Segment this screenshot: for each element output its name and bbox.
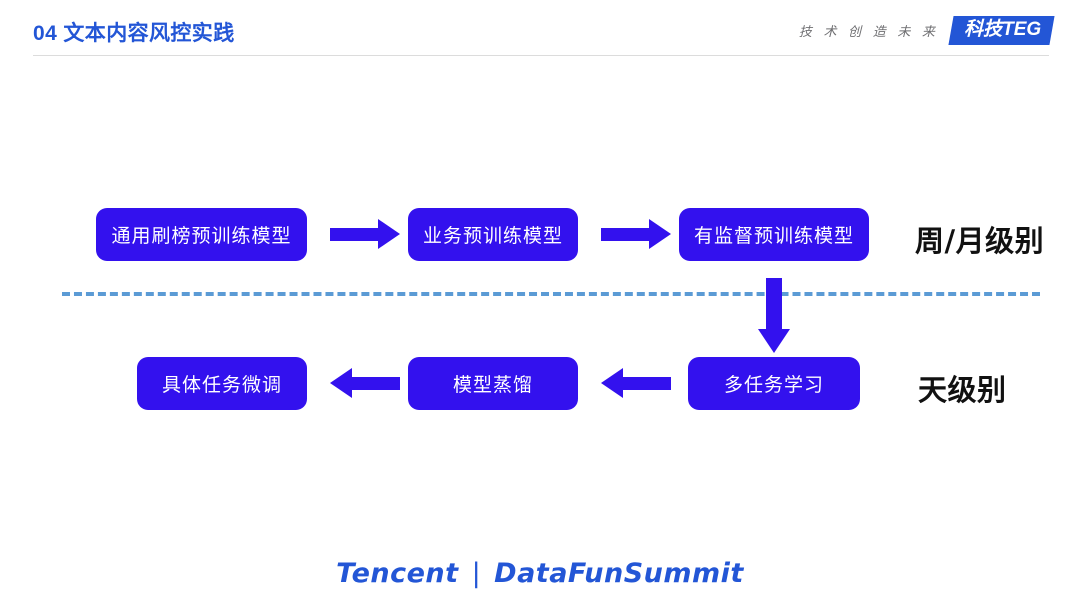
- cadence-label-daily: 天级别: [918, 373, 1007, 407]
- slide-footer: Tencent | DataFunSummit: [0, 558, 1080, 589]
- footer-brand-lockup: Tencent | DataFunSummit: [336, 558, 744, 589]
- tencent-teg-logo-label: 科技TEG: [964, 19, 1042, 40]
- phase-divider: [62, 292, 1040, 296]
- brand-lockup: 技 术 创 造 未 来 科技TEG: [798, 16, 1055, 45]
- tencent-teg-logo: 科技TEG: [948, 16, 1055, 45]
- datafunsummit-wordmark: DataFunSummit: [494, 558, 744, 589]
- arrow-right-icon: [601, 219, 671, 249]
- node-general-pretrain[interactable]: 通用刷榜预训练模型: [96, 208, 307, 261]
- slide-header: 04 文本内容风控实践 技 术 创 造 未 来 科技TEG: [0, 0, 1080, 56]
- node-business-pretrain[interactable]: 业务预训练模型: [408, 208, 578, 261]
- node-task-finetune[interactable]: 具体任务微调: [137, 357, 307, 410]
- node-supervised-pretrain[interactable]: 有监督预训练模型: [679, 208, 869, 261]
- node-model-distillation[interactable]: 模型蒸馏: [408, 357, 578, 410]
- node-multitask-learning[interactable]: 多任务学习: [688, 357, 860, 410]
- header-divider: [33, 55, 1049, 56]
- footer-separator: |: [471, 558, 482, 589]
- arrow-left-icon: [601, 368, 671, 398]
- arrow-right-icon: [330, 219, 400, 249]
- tencent-wordmark: Tencent: [336, 558, 459, 589]
- cadence-label-weekly-monthly: 周/月级别: [915, 224, 1045, 258]
- arrow-down-icon: [758, 278, 790, 353]
- arrow-left-icon: [330, 368, 400, 398]
- brand-tagline: 技 术 创 造 未 来: [798, 23, 939, 39]
- page-title: 04 文本内容风控实践: [33, 22, 235, 45]
- pipeline-diagram: 通用刷榜预训练模型 业务预训练模型 有监督预训练模型 周/月级别 具体任务微调 …: [0, 56, 1080, 546]
